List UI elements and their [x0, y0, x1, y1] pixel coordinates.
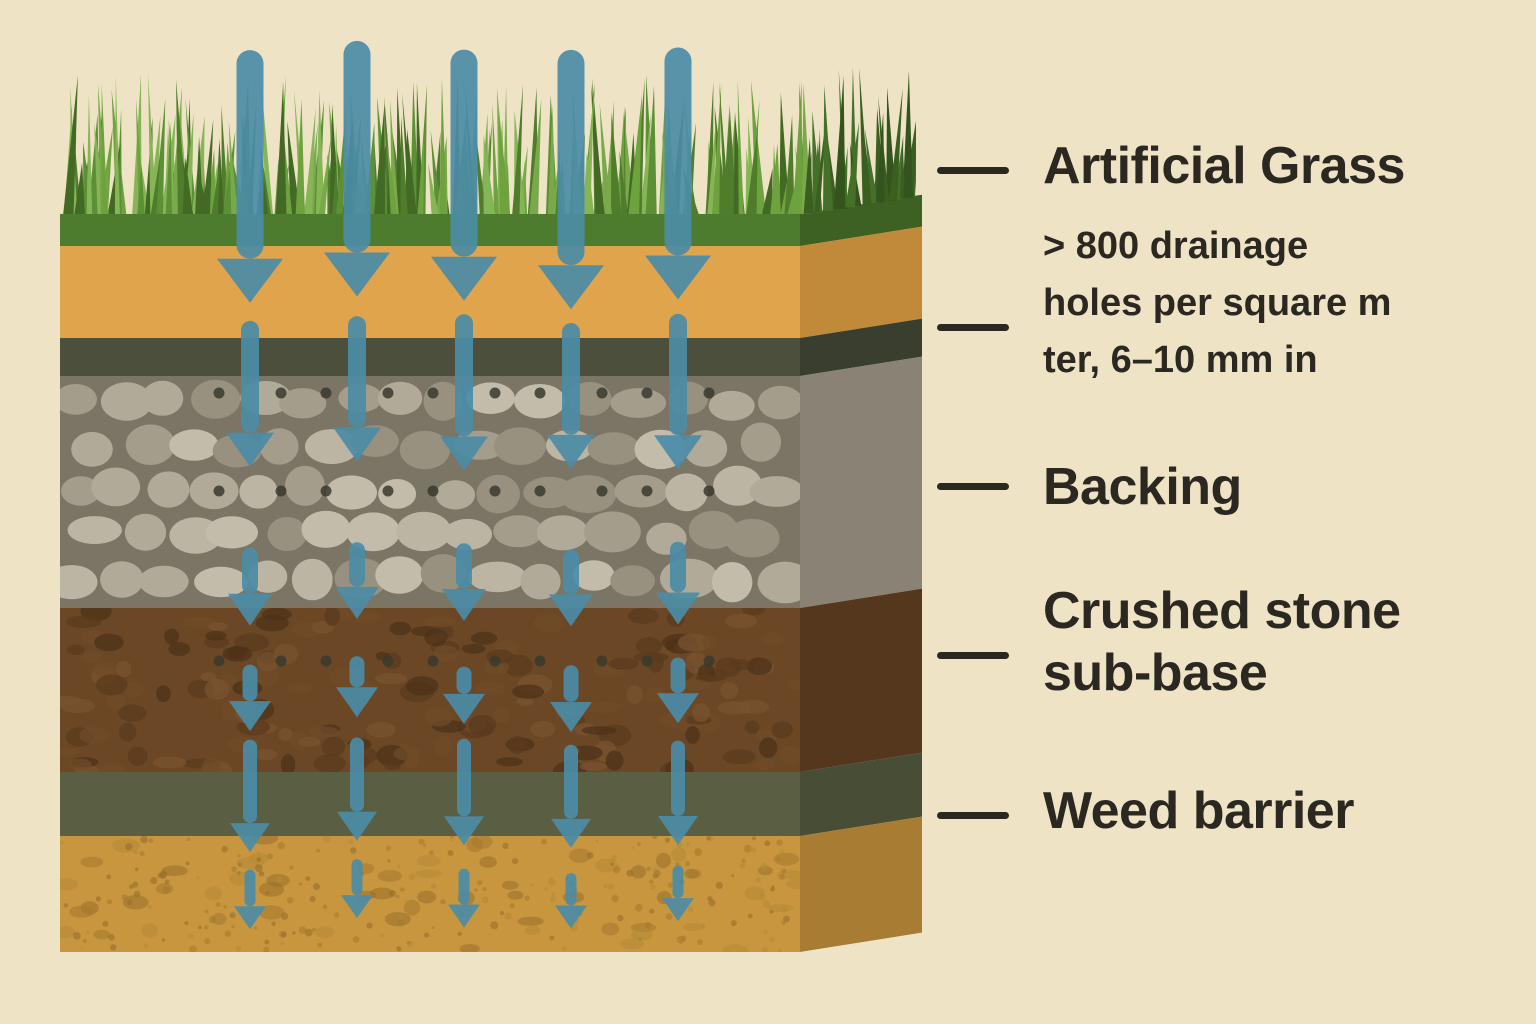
- grass-blades: [63, 67, 916, 215]
- layer-crushed-stone: [60, 376, 800, 608]
- side-stone-layer: [800, 356, 922, 608]
- layer-weed-barrier: [60, 772, 800, 836]
- tick-sub-base: [937, 652, 1009, 659]
- subsoil-texture: [60, 836, 800, 952]
- crushed-stone-texture: [60, 379, 800, 604]
- layer-backing: [60, 338, 800, 376]
- side-soil-layer: [800, 588, 922, 772]
- layer-subsoil: [60, 836, 800, 952]
- tick-backing-layer: [937, 324, 1009, 331]
- label-crushed-stone-sub-base: Crushed stone sub-base: [1043, 582, 1401, 703]
- tick-artificial-grass: [937, 167, 1009, 174]
- layer-sand-infill: [60, 246, 800, 338]
- layer-soil: [60, 608, 800, 772]
- layer-artificial-grass-turf: [60, 214, 800, 246]
- label-artificial-grass: Artificial Grass: [1043, 137, 1405, 195]
- label-backing: Backing: [1043, 458, 1242, 516]
- label-drainage-note: > 800 drainage holes per square m ter, 6…: [1043, 225, 1392, 381]
- soil-texture: [60, 608, 800, 772]
- label-weed-barrier: Weed barrier: [1043, 782, 1354, 840]
- tick-crushed-stone: [937, 483, 1009, 490]
- side-subsoil-layer: [800, 816, 922, 952]
- block-side-face: [800, 194, 922, 952]
- tick-weed-barrier: [937, 812, 1009, 819]
